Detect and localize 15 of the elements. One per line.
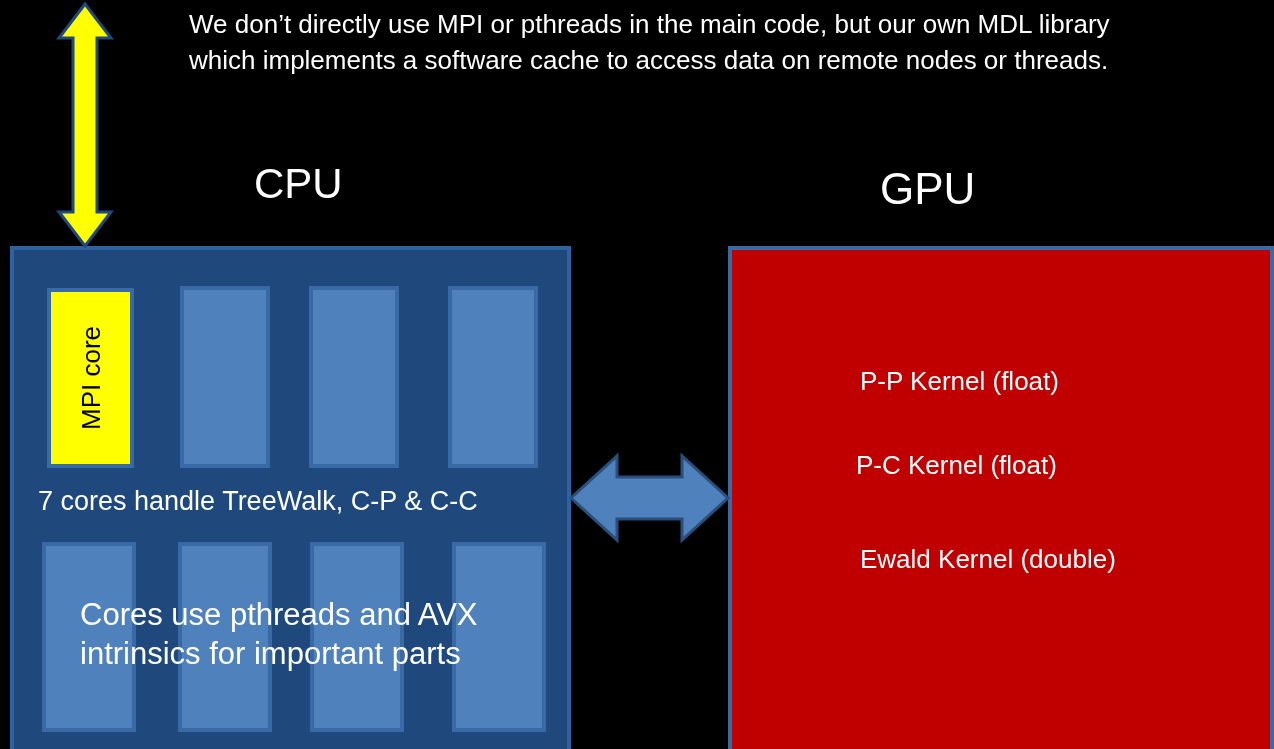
description-text: We don’t directly use MPI or pthreads in the main code, but our own MDL library which implements a software cache to access data on remote nodes or threads. bbox=[189, 8, 1111, 78]
core-block bbox=[180, 286, 270, 468]
kernel-label: Ewald Kernel (double) bbox=[860, 544, 1116, 575]
core-block bbox=[309, 286, 399, 468]
core-block bbox=[47, 288, 134, 468]
core-note: Cores use pthreads and AVX intrinsics for important parts bbox=[80, 596, 479, 673]
kernel-label: P-C Kernel (float) bbox=[856, 450, 1057, 481]
core-block bbox=[448, 286, 538, 468]
double-arrow bbox=[568, 452, 731, 544]
kernel-label: P-P Kernel (float) bbox=[860, 366, 1059, 397]
double-arrow bbox=[55, 1, 115, 249]
core-note: 7 cores handle TreeWalk, C-P & C-C bbox=[38, 486, 478, 517]
core-label: MPI core bbox=[75, 326, 106, 430]
panel-heading: CPU bbox=[254, 160, 343, 208]
panel-heading: GPU bbox=[880, 164, 976, 214]
